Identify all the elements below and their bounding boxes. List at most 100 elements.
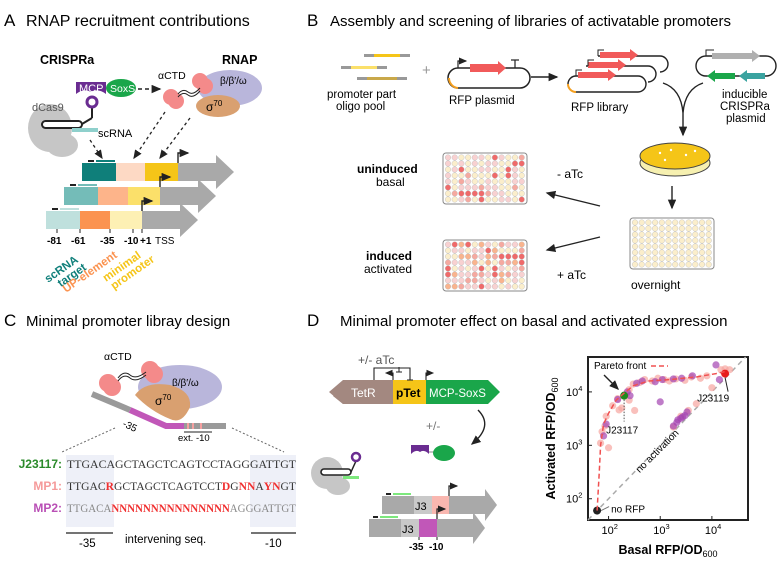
well bbox=[699, 231, 706, 238]
well bbox=[465, 283, 472, 290]
panel-d-letter: D bbox=[307, 311, 319, 330]
well bbox=[518, 160, 525, 167]
well bbox=[451, 172, 458, 179]
well bbox=[498, 184, 505, 191]
well bbox=[478, 166, 485, 173]
well bbox=[445, 160, 452, 167]
well bbox=[465, 265, 472, 272]
well bbox=[638, 255, 645, 262]
bracket-intervening-label: intervening seq. bbox=[125, 534, 206, 546]
well bbox=[485, 283, 492, 290]
well bbox=[465, 271, 472, 278]
data-point-j23117 bbox=[620, 391, 629, 400]
crispra-plasmid-label-2: CRISPRa bbox=[720, 101, 770, 113]
dcas9-label: dCas9 bbox=[32, 102, 64, 114]
well bbox=[471, 178, 478, 185]
well bbox=[498, 172, 505, 179]
well bbox=[485, 184, 492, 191]
well bbox=[505, 265, 512, 272]
well bbox=[451, 283, 458, 290]
fixed-base: G bbox=[230, 480, 239, 493]
data-point-mp2 bbox=[712, 361, 720, 369]
well bbox=[478, 253, 485, 260]
sequence-text: TTGACAGCTAGCTCAGTCCTAGGGATTGT bbox=[67, 458, 296, 471]
panel-b-title: Assembly and screening of libraries of a… bbox=[330, 13, 731, 30]
well bbox=[505, 241, 512, 248]
well bbox=[451, 178, 458, 185]
well bbox=[512, 196, 519, 203]
well bbox=[471, 172, 478, 179]
well bbox=[658, 237, 665, 244]
well bbox=[491, 190, 498, 197]
well bbox=[478, 277, 485, 284]
dcas9-icon: dCas9 bbox=[28, 102, 78, 157]
well bbox=[512, 178, 519, 185]
well bbox=[471, 241, 478, 248]
well bbox=[498, 247, 505, 254]
well bbox=[638, 219, 645, 226]
ptet-label: pTet bbox=[396, 386, 420, 400]
well bbox=[465, 160, 472, 167]
well bbox=[458, 277, 465, 284]
mcp-soxs-label: MCP-SoxS bbox=[429, 388, 486, 400]
well bbox=[699, 225, 706, 232]
well bbox=[458, 154, 465, 161]
variable-base: R bbox=[106, 480, 115, 493]
well bbox=[505, 184, 512, 191]
c-actd-label: αCTD bbox=[104, 351, 132, 363]
d-minus35: -35 bbox=[409, 542, 424, 553]
well bbox=[685, 231, 692, 238]
well bbox=[645, 255, 652, 262]
plus-sign: + bbox=[422, 62, 431, 79]
well bbox=[451, 277, 458, 284]
well bbox=[491, 277, 498, 284]
well bbox=[645, 225, 652, 232]
well bbox=[658, 255, 665, 262]
panel-b-letter: B bbox=[307, 11, 318, 30]
well bbox=[672, 249, 679, 256]
well bbox=[498, 190, 505, 197]
x-tick-label: 103 bbox=[653, 522, 669, 537]
sequence-name: MP2: bbox=[33, 501, 62, 515]
well bbox=[652, 225, 659, 232]
well bbox=[645, 261, 652, 268]
well bbox=[445, 184, 452, 191]
well bbox=[692, 231, 699, 238]
mcp-soxs-icon bbox=[411, 445, 455, 461]
well bbox=[512, 253, 519, 260]
tetr-circuit: TetR pTet MCP-SoxS bbox=[329, 367, 500, 404]
well bbox=[518, 271, 525, 278]
well bbox=[652, 219, 659, 226]
scrna-arrow bbox=[89, 139, 103, 160]
well bbox=[518, 154, 525, 161]
well bbox=[665, 219, 672, 226]
plate-overnight bbox=[629, 217, 715, 270]
y-tick-label: 102 bbox=[566, 491, 582, 506]
fixed-base: GT bbox=[281, 480, 296, 493]
well bbox=[485, 247, 492, 254]
well bbox=[518, 190, 525, 197]
fixed-base: TTGACAGCTAGCTCAGTCCTAGGGATTGT bbox=[67, 458, 296, 471]
well bbox=[485, 154, 492, 161]
well bbox=[512, 241, 519, 248]
well bbox=[458, 283, 465, 290]
well bbox=[632, 249, 639, 256]
well bbox=[471, 253, 478, 260]
petri-dish-icon bbox=[639, 142, 711, 177]
well bbox=[658, 261, 665, 268]
fixed-base: GCTAGCTCAGTCCT bbox=[114, 480, 222, 493]
crispra-plasmid-icon bbox=[695, 49, 777, 82]
well bbox=[665, 237, 672, 244]
well bbox=[512, 172, 519, 179]
well bbox=[458, 160, 465, 167]
well bbox=[451, 196, 458, 203]
well bbox=[665, 243, 672, 250]
sequence-alignment: J23117:TTGACAGCTAGCTCAGTCCTAGGGATTGTMP1:… bbox=[19, 457, 296, 515]
well bbox=[445, 259, 452, 266]
data-point-j23119 bbox=[721, 369, 730, 378]
well bbox=[505, 196, 512, 203]
plate-induced bbox=[442, 239, 528, 292]
pareto-front-line bbox=[596, 370, 726, 511]
well bbox=[465, 166, 472, 173]
well bbox=[451, 184, 458, 191]
